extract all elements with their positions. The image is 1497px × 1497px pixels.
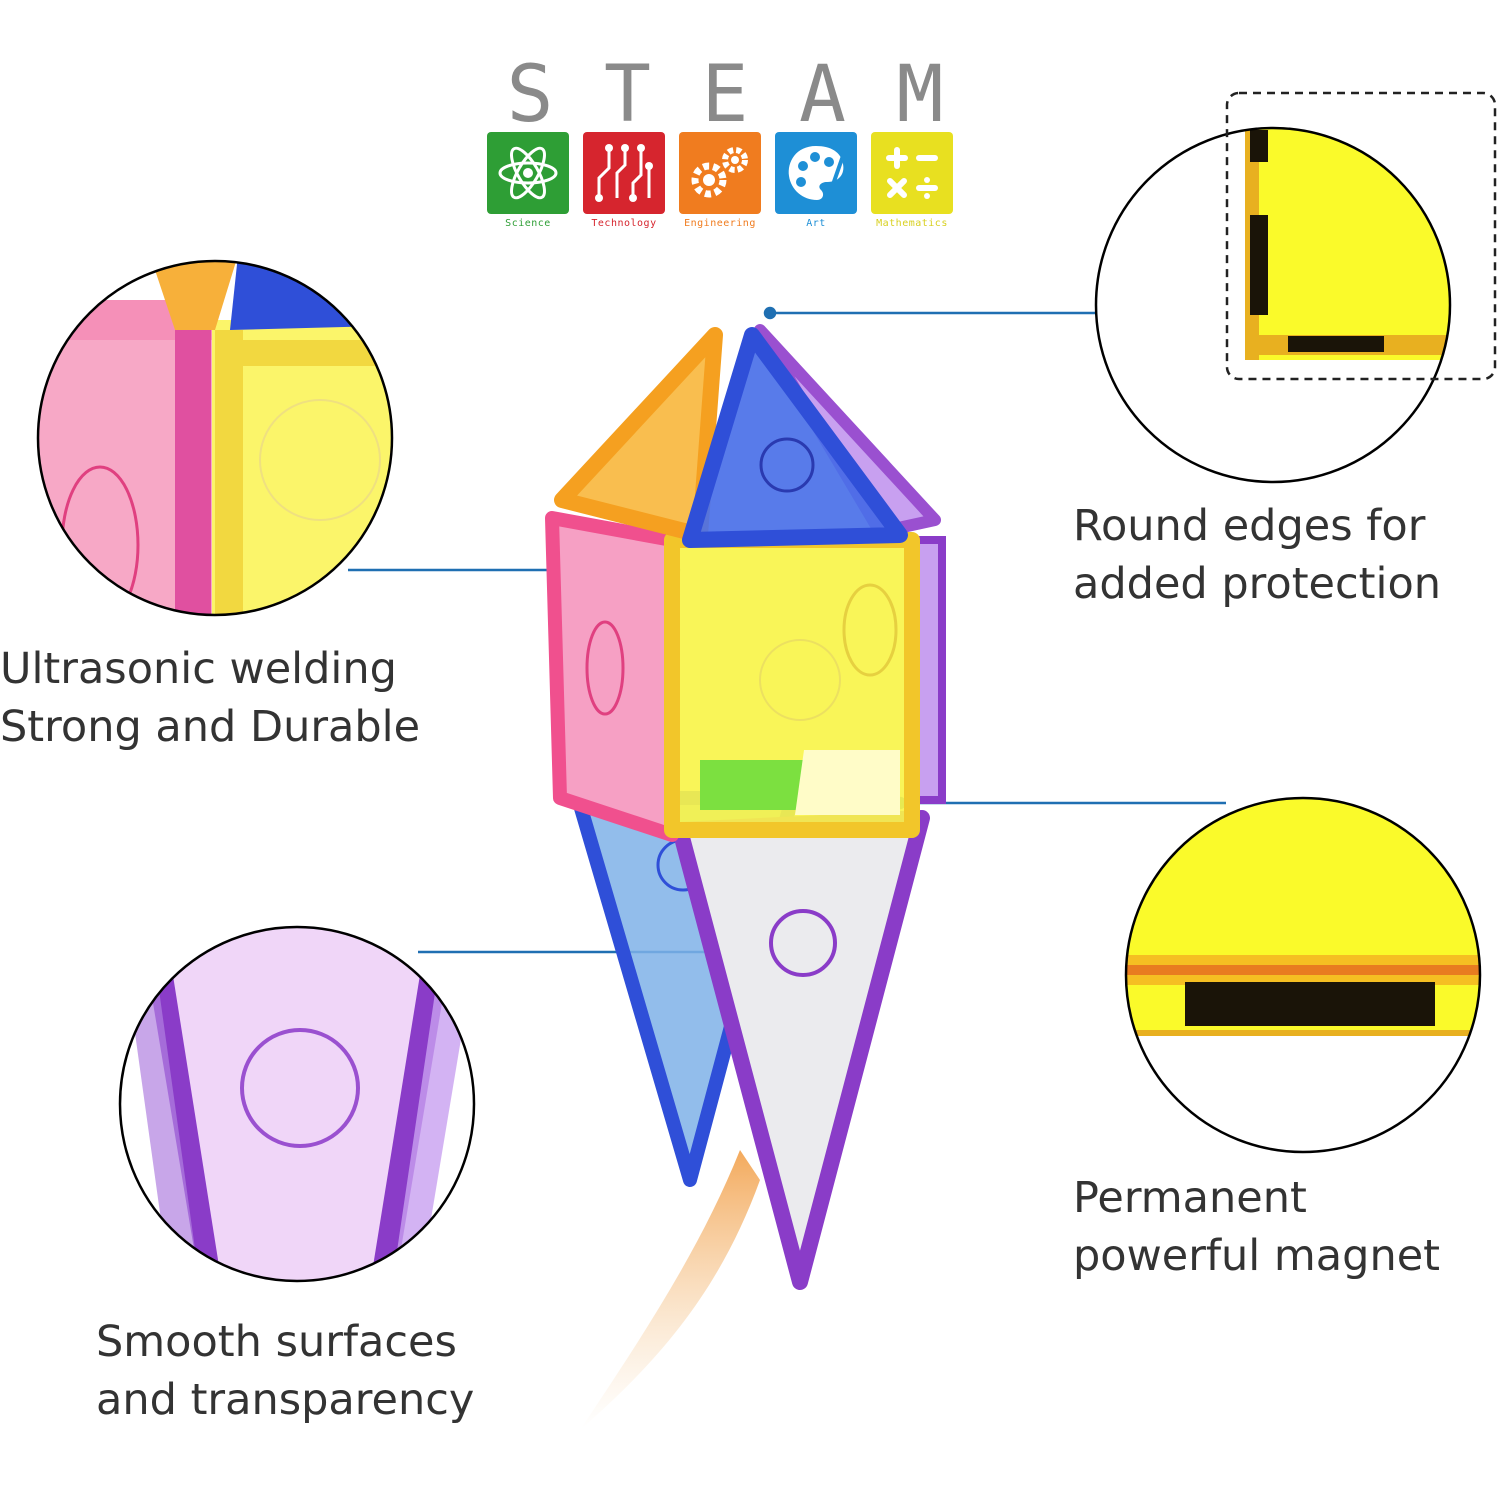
feature-magnet: Permanent powerful magnet xyxy=(1073,1169,1440,1285)
zoom-circle-magnet xyxy=(1124,796,1482,1154)
tile-pink-square xyxy=(545,511,679,842)
tile-blue-roof-magnet-ring xyxy=(759,437,815,493)
zoom-circle-welding xyxy=(36,259,394,617)
feature-edges-line2: added protection xyxy=(1073,559,1442,609)
gears-icon xyxy=(679,132,761,214)
steam-letter-e: E xyxy=(701,50,749,140)
feature-magnet-line1: Permanent xyxy=(1073,1173,1307,1223)
feature-magnet-line2: powerful magnet xyxy=(1073,1231,1441,1281)
zoom-circle-smooth xyxy=(118,925,476,1283)
feature-smooth: Smooth surfaces and transparency xyxy=(96,1313,474,1429)
tile-purple-fin-magnet-ring xyxy=(769,909,837,977)
tile-pink-magnet-ring xyxy=(585,620,625,716)
rocket-flame xyxy=(580,1150,760,1430)
tile-orange-roof xyxy=(554,327,723,543)
palette-icon xyxy=(775,132,857,214)
steam-label-engineering: Engineering xyxy=(684,218,756,229)
tile-yellow-magnet-ring xyxy=(842,583,898,677)
steam-wordmark: S T E A M xyxy=(490,55,960,135)
steam-tile-engineering: Engineering xyxy=(679,132,761,229)
math-symbols-icon xyxy=(871,132,953,214)
feature-smooth-line1: Smooth surfaces xyxy=(96,1317,457,1367)
feature-welding-line1: Ultrasonic welding xyxy=(0,644,397,694)
atom-icon xyxy=(487,132,569,214)
steam-tiles: Science Technology xyxy=(487,132,953,229)
callout-dot-edges xyxy=(763,306,777,320)
zoom-circle-smooth-border xyxy=(118,925,476,1283)
zoom-circle-magnet-border xyxy=(1124,796,1482,1154)
zoom-circle-welding-border xyxy=(36,259,394,617)
steam-letter-a: A xyxy=(799,50,846,140)
steam-letter-s: S xyxy=(506,50,554,140)
steam-tile-mathematics: Mathematics xyxy=(871,132,953,229)
tile-yellow-reflection xyxy=(795,750,900,815)
corner-highlight-box xyxy=(1225,91,1497,381)
steam-label-mathematics: Mathematics xyxy=(876,218,948,229)
magnetic-tile-rocket xyxy=(545,324,946,1430)
zoom-circle-edges xyxy=(1094,91,1497,484)
steam-tile-technology: Technology xyxy=(583,132,665,229)
steam-letter-m: M xyxy=(896,50,944,140)
zoom-circle-edges-border xyxy=(1094,126,1452,484)
steam-label-science: Science xyxy=(505,218,551,229)
steam-label-art: Art xyxy=(806,218,826,229)
steam-tile-science: Science xyxy=(487,132,569,229)
feature-edges-line1: Round edges for xyxy=(1073,501,1426,551)
circuit-icon xyxy=(583,132,665,214)
feature-smooth-line2: and transparency xyxy=(96,1375,475,1425)
tile-yellow-circle-mark xyxy=(759,639,841,721)
tile-green-peek xyxy=(700,760,804,810)
feature-welding-line2: Strong and Durable xyxy=(0,702,421,752)
feature-round-edges: Round edges for added protection xyxy=(1073,497,1441,613)
tile-blue-roof xyxy=(682,327,908,548)
feature-welding: Ultrasonic welding Strong and Durable xyxy=(0,640,420,756)
steam-letter-t: T xyxy=(604,50,651,140)
steam-tile-art: Art xyxy=(775,132,857,229)
steam-label-technology: Technology xyxy=(591,218,657,229)
